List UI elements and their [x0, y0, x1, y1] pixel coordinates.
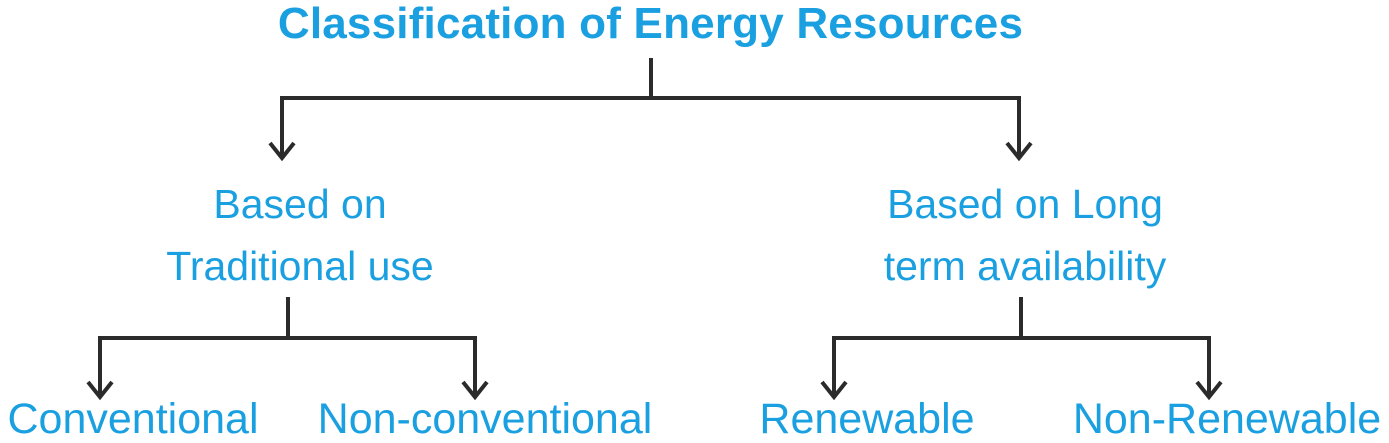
leaf-non-conventional: Non-conventional — [317, 395, 653, 443]
branch-traditional-use-line-2: Traditional use — [166, 243, 434, 289]
diagram-title: Classification of Energy Resources — [277, 0, 1024, 48]
branch-long-term-availability: Based on Long term availability — [820, 173, 1230, 297]
right-arrowhead — [1005, 141, 1033, 162]
conventional-arrowhead — [86, 380, 114, 401]
branch-long-term-line-2: term availability — [883, 243, 1167, 289]
non-conventional-arrowhead — [461, 380, 489, 401]
leaf-conventional: Conventional — [7, 395, 259, 443]
non-renewable-arrowhead — [1195, 380, 1223, 401]
leaf-non-renewable: Non-Renewable — [1072, 395, 1382, 443]
branch-traditional-use-line-1: Based on — [213, 181, 387, 227]
renewable-arrowhead — [820, 380, 848, 401]
branch-traditional-use: Based on Traditional use — [120, 173, 480, 297]
left-arrowhead — [268, 141, 296, 162]
branch-long-term-line-1: Based on Long — [887, 181, 1163, 227]
leaf-renewable: Renewable — [759, 395, 975, 443]
